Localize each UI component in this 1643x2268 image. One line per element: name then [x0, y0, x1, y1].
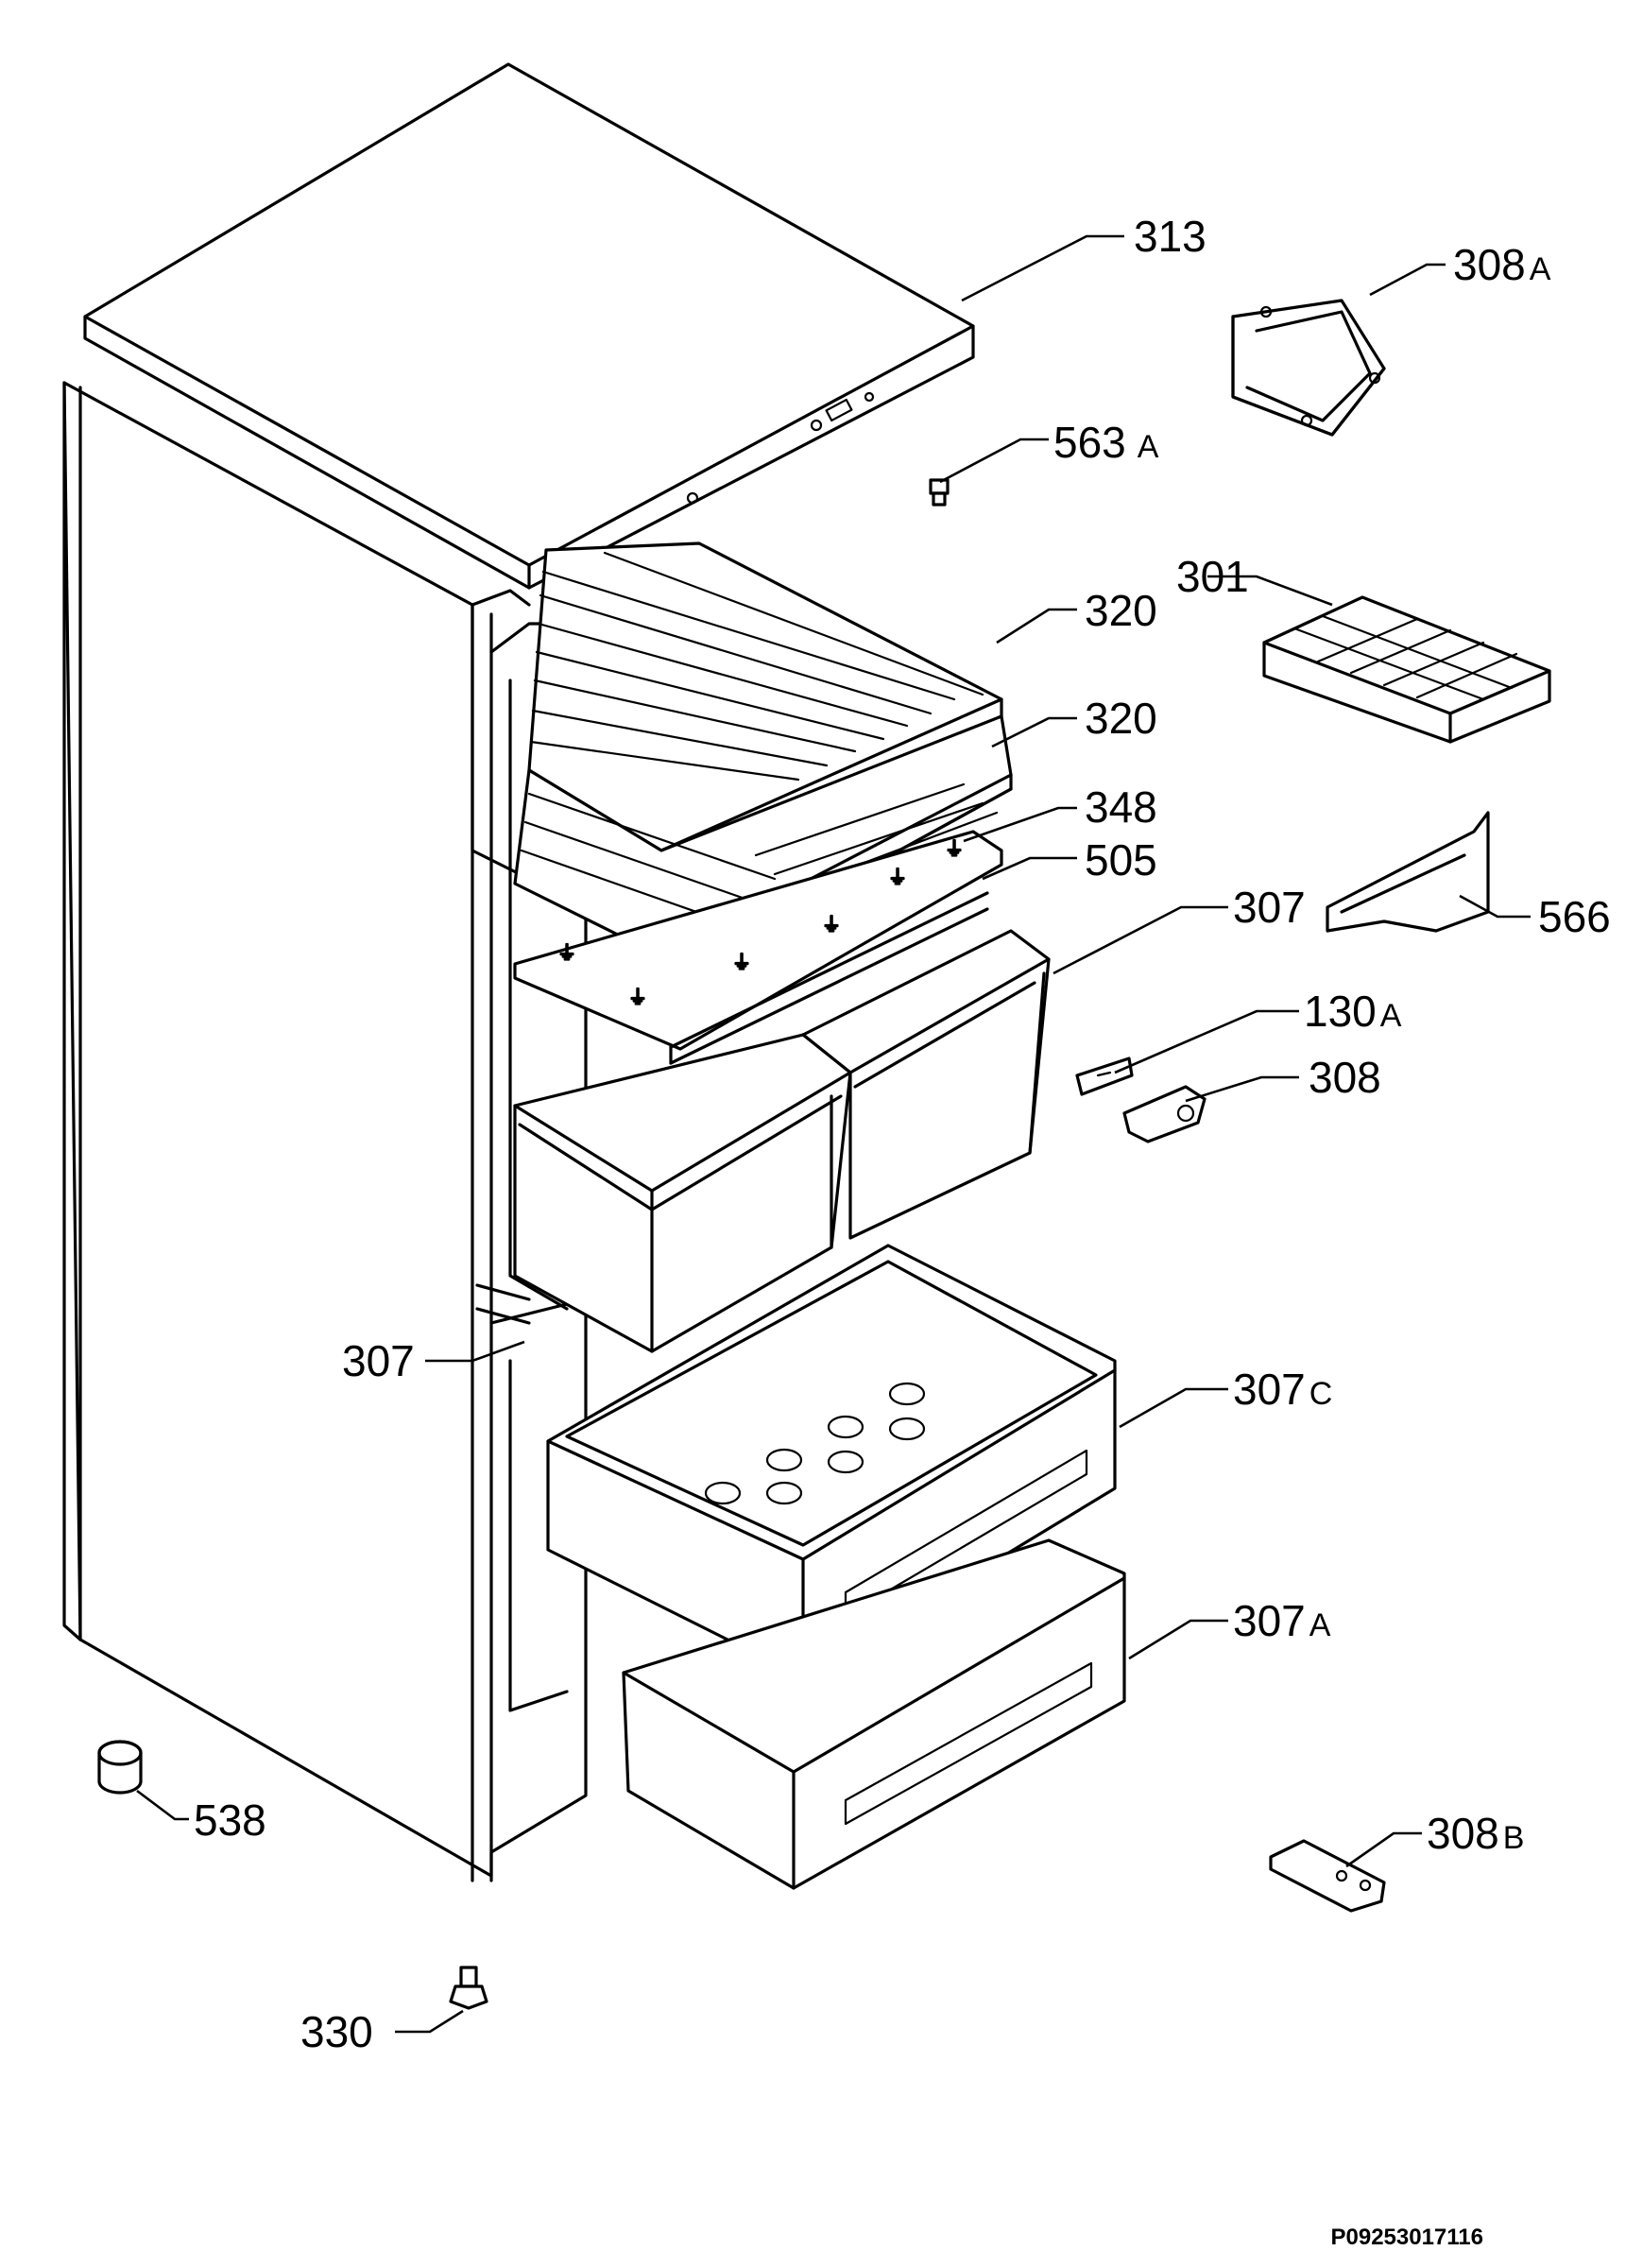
crisper-drawer-lower	[622, 1538, 1126, 1890]
label-566: 566	[1538, 892, 1611, 941]
screw-563a	[929, 478, 950, 507]
label-301: 301	[1176, 552, 1249, 601]
grid-shelf-lower	[513, 714, 1013, 975]
svg-text:⏚: ⏚	[557, 943, 576, 964]
drawing-reference: P09253017116	[1330, 2225, 1483, 2250]
svg-text:⏚: ⏚	[732, 953, 751, 973]
ice-scraper	[1326, 811, 1490, 933]
freezer-drawer-right	[801, 929, 1051, 1240]
bracket-130a	[1075, 1057, 1134, 1096]
freezer-drawer-left	[513, 1033, 852, 1353]
glass-shelf: ⏚ ⏚ ⏚ ⏚ ⏚ ⏚	[513, 830, 1003, 1065]
label-538: 538	[194, 1796, 266, 1845]
label-308: 308	[1309, 1053, 1381, 1102]
hinge-bracket-308a	[1231, 299, 1386, 437]
hinge-plate-308b	[1269, 1839, 1386, 1913]
ice-cube-tray	[1262, 595, 1551, 744]
foot-538	[97, 1740, 143, 1795]
hinge-308	[1122, 1085, 1207, 1143]
svg-text:⏚: ⏚	[888, 868, 907, 888]
svg-text:⏚: ⏚	[945, 839, 964, 860]
label-307-left: 307	[342, 1336, 415, 1385]
label-313: 313	[1134, 212, 1207, 261]
label-307-right: 307	[1233, 883, 1306, 932]
cabinet-body	[62, 381, 588, 1882]
svg-text:⏚: ⏚	[822, 915, 841, 936]
label-348: 348	[1085, 782, 1157, 832]
label-320-upper: 320	[1085, 586, 1157, 635]
label-505: 505	[1085, 835, 1157, 885]
leveling-foot-330	[449, 1966, 488, 2010]
label-330: 330	[300, 2007, 373, 2056]
leader-lines	[136, 234, 1531, 2034]
label-320-lower: 320	[1085, 694, 1157, 743]
top-cover	[83, 62, 975, 590]
svg-text:⏚: ⏚	[628, 988, 647, 1008]
